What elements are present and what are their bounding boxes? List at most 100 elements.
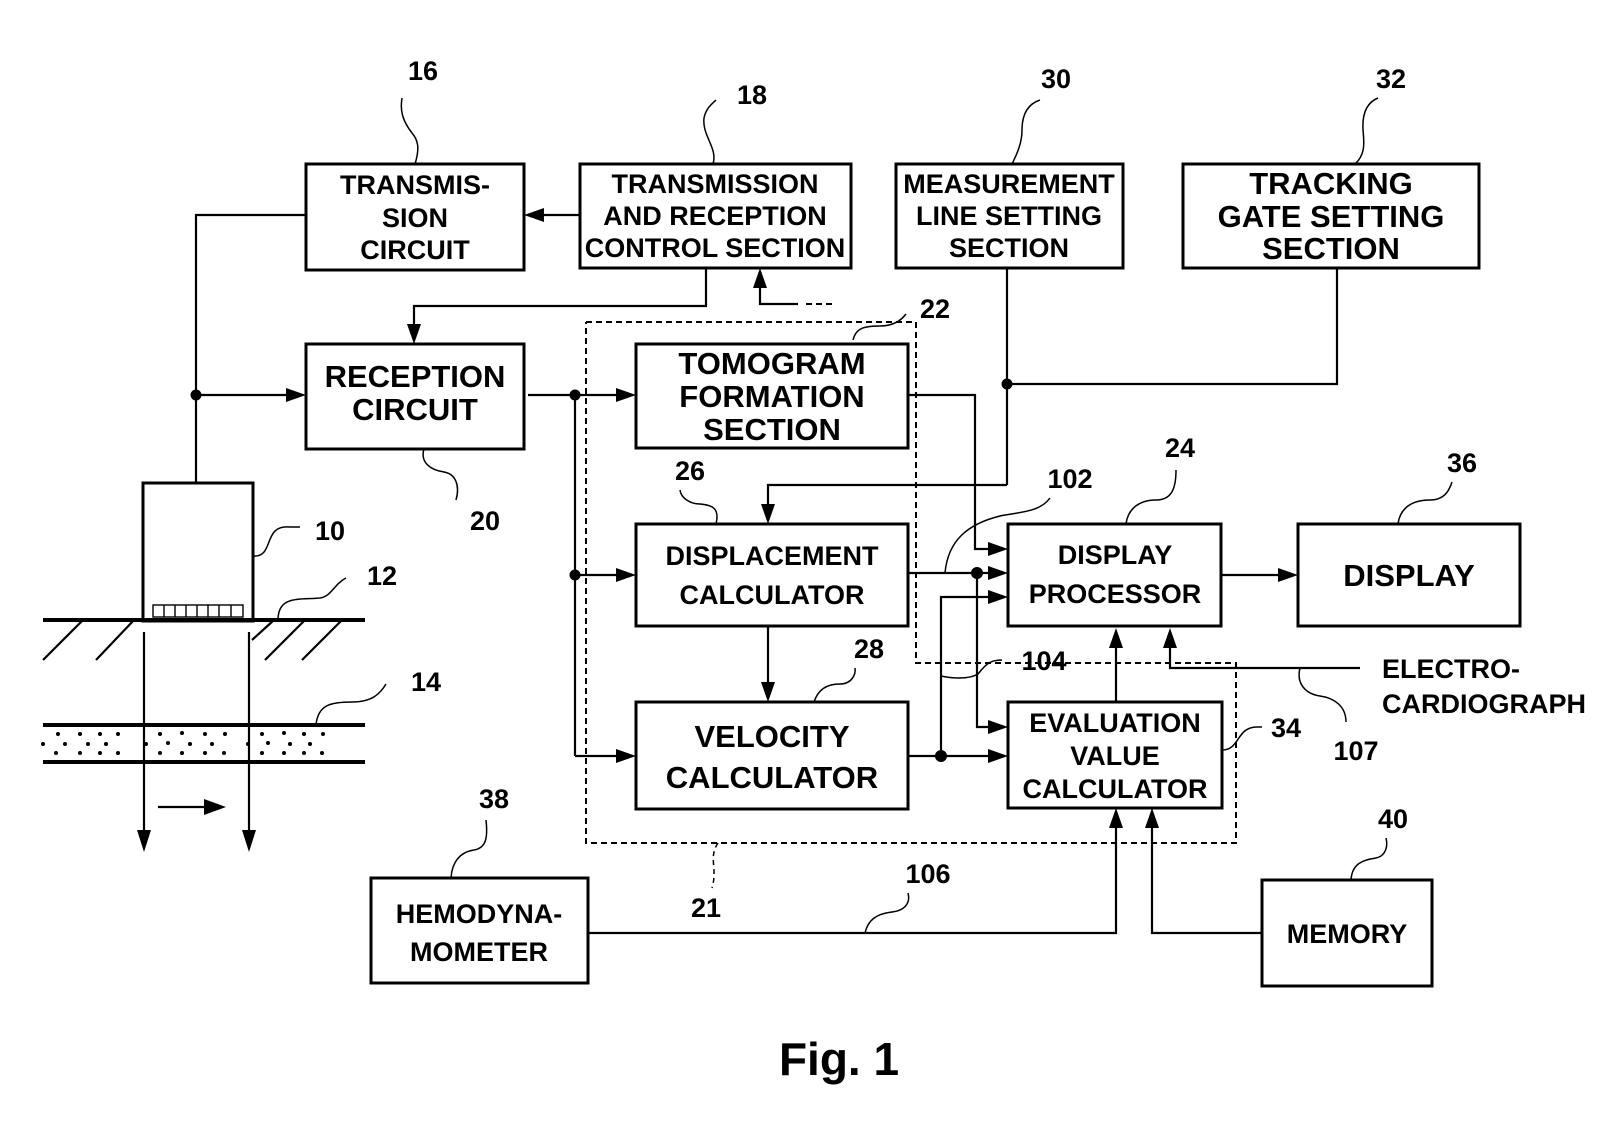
svg-text:AND RECEPTION: AND RECEPTION (603, 201, 827, 231)
arrow-tomogram-dp (988, 542, 1008, 556)
arrow-hemo-eval (1109, 808, 1123, 828)
svg-text:CALCULATOR: CALCULATOR (1023, 774, 1208, 804)
arrow-down-displacement (761, 504, 775, 524)
ref-label-28: 28 (854, 634, 884, 664)
svg-text:CARDIOGRAPH: CARDIOGRAPH (1382, 689, 1586, 719)
ref-label-21: 21 (691, 893, 721, 923)
leader-18 (704, 100, 716, 164)
surface-hatching (43, 620, 342, 660)
junction-probe (191, 390, 202, 401)
block-hemodynamometer: HEMODYNA- MOMETER (371, 878, 588, 983)
wire-ecg-dp (1170, 648, 1360, 668)
ref-label-24: 24 (1165, 433, 1195, 463)
blood-particles (41, 731, 325, 755)
wire-tomogram-display (908, 395, 992, 549)
svg-text:TRACKING: TRACKING (1249, 166, 1413, 201)
leader-106 (865, 893, 909, 933)
svg-text:RECEPTION: RECEPTION (325, 359, 506, 394)
ref-label-40: 40 (1378, 804, 1408, 834)
ultrasound-beams (137, 632, 256, 852)
junction-settings (1002, 379, 1013, 390)
ref-label-36: 36 (1447, 448, 1477, 478)
arrow-into-tomogram (616, 388, 636, 402)
block-displacement-calculator: DISPLACEMENT CALCULATOR (636, 524, 908, 626)
block-velocity-calculator: VELOCITY CALCULATOR (636, 702, 908, 809)
leader-20 (423, 449, 457, 500)
leader-16 (401, 98, 418, 164)
probe-leader (253, 527, 300, 556)
block-memory: MEMORY (1262, 880, 1432, 986)
svg-text:VALUE: VALUE (1070, 741, 1160, 771)
leader-40 (1351, 838, 1387, 880)
surface-leader (278, 578, 346, 620)
block-tomogram-formation: TOMOGRAM FORMATION SECTION (636, 344, 908, 448)
arrow-into-display (1278, 568, 1298, 582)
arrow-into-reception (286, 388, 306, 402)
wire-probe-transmission (196, 215, 306, 483)
svg-text:TRANSMIS-: TRANSMIS- (340, 170, 490, 200)
svg-text:MEMORY: MEMORY (1287, 919, 1408, 949)
wire-tracking-down (1007, 268, 1337, 384)
scan-direction-arrow (158, 799, 226, 815)
svg-text:CALCULATOR: CALCULATOR (666, 760, 878, 795)
leader-22 (853, 314, 906, 340)
ref-label-12: 12 (367, 561, 397, 591)
arrow-down-reception (407, 324, 421, 344)
ref-label-104: 104 (1021, 646, 1066, 676)
svg-text:SECTION: SECTION (1262, 231, 1400, 266)
svg-text:SECTION: SECTION (949, 233, 1069, 263)
junction-bus (570, 570, 581, 581)
arrow-down-velocity (761, 682, 775, 702)
leader-34 (1222, 727, 1262, 750)
svg-text:SECTION: SECTION (703, 412, 841, 447)
wire-velocity-dp (941, 597, 992, 756)
svg-text:TRANSMISSION: TRANSMISSION (611, 169, 818, 199)
svg-text:SION: SION (382, 203, 448, 233)
wire-settings-displacement (768, 485, 1007, 508)
arrow-displacement-dp (988, 566, 1008, 580)
wire-into-control (760, 286, 798, 304)
arrow-displacement-eval (988, 720, 1008, 734)
ref-label-38: 38 (479, 784, 509, 814)
svg-text:LINE SETTING: LINE SETTING (916, 201, 1102, 231)
svg-text:DISPLAY: DISPLAY (1343, 558, 1475, 593)
group-21-leader (712, 843, 718, 888)
leader-26 (680, 490, 717, 524)
svg-text:MEASUREMENT: MEASUREMENT (903, 169, 1115, 199)
leader-36 (1398, 482, 1452, 524)
ref-label-20: 20 (470, 506, 500, 536)
arrow-into-displacement (616, 568, 636, 582)
block-tracking-gate-setting: TRACKING GATE SETTING SECTION (1183, 164, 1479, 268)
arrow-eval-dp (1109, 628, 1123, 648)
ref-label-32: 32 (1376, 64, 1406, 94)
ref-label-106: 106 (905, 859, 950, 889)
svg-text:EVALUATION: EVALUATION (1029, 708, 1201, 738)
svg-text:CIRCUIT: CIRCUIT (352, 392, 478, 427)
ref-label-10: 10 (315, 516, 345, 546)
ref-label-16: 16 (408, 56, 438, 86)
svg-text:PROCESSOR: PROCESSOR (1029, 579, 1202, 609)
ref-label-34: 34 (1271, 713, 1301, 743)
ref-label-18: 18 (737, 80, 767, 110)
svg-text:TOMOGRAM: TOMOGRAM (678, 346, 865, 381)
electrocardiograph-input: ELECTRO- CARDIOGRAPH (1382, 654, 1586, 719)
svg-text:CONTROL SECTION: CONTROL SECTION (585, 233, 846, 263)
arrow-velocity-eval (988, 749, 1008, 763)
leader-24 (1126, 470, 1176, 524)
ref-label-22: 22 (920, 294, 950, 324)
svg-text:CIRCUIT: CIRCUIT (360, 235, 470, 265)
block-reception-circuit: RECEPTION CIRCUIT (306, 344, 524, 449)
block-measurement-line-setting: MEASUREMENT LINE SETTING SECTION (896, 164, 1123, 268)
svg-text:VELOCITY: VELOCITY (694, 719, 849, 754)
leader-32 (1355, 98, 1378, 164)
svg-text:HEMODYNA-: HEMODYNA- (396, 899, 563, 929)
arrow-ecg-dp (1163, 628, 1177, 648)
svg-text:DISPLAY: DISPLAY (1058, 540, 1173, 570)
leader-38 (451, 820, 487, 878)
arrow-up-control (753, 268, 767, 288)
ref-label-102: 102 (1047, 464, 1092, 494)
arrow-into-transmission (524, 208, 544, 222)
ref-label-14: 14 (411, 667, 441, 697)
arrow-memory-eval (1145, 808, 1159, 828)
